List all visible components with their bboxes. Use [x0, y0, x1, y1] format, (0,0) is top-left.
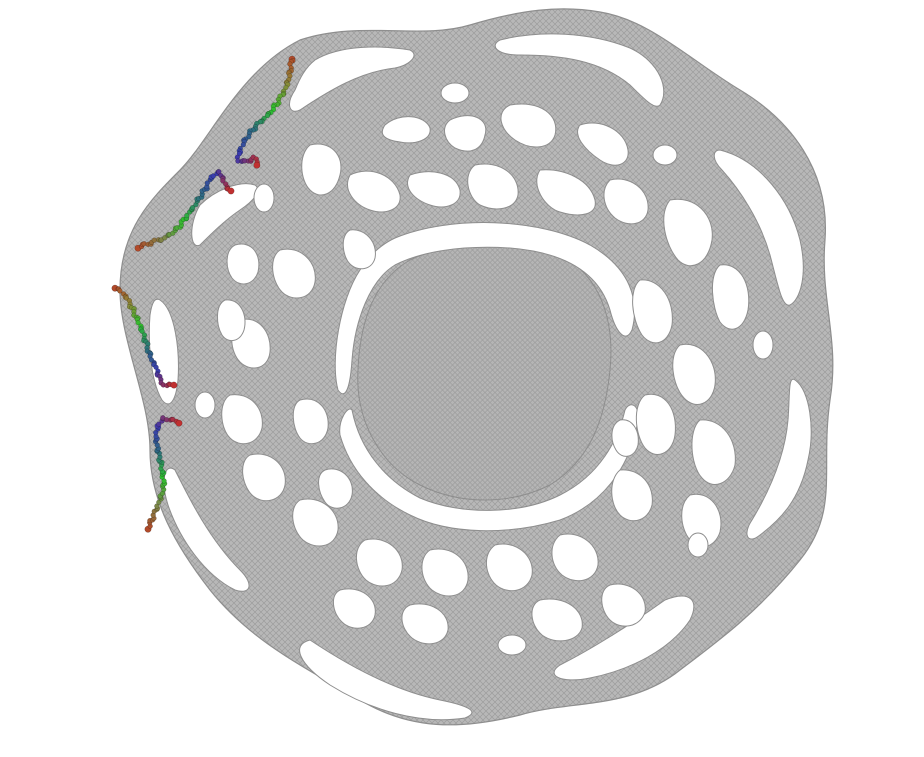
polymer-bead [216, 169, 222, 175]
polymer-bead [190, 204, 196, 211]
polymer-bead [175, 419, 183, 427]
polymer-bead [117, 288, 123, 294]
inner-disk [357, 243, 612, 501]
polymer-bead [264, 112, 271, 119]
polymer-chain [134, 169, 235, 252]
polymer-bead [210, 173, 216, 179]
polymer-bead [240, 142, 246, 148]
polymer-bead [154, 503, 160, 509]
polymer-chains [111, 55, 296, 533]
polymer-bead [153, 429, 159, 436]
polymer-bead [135, 320, 141, 326]
polymer-chain [234, 55, 296, 169]
polymer-bead [161, 478, 167, 484]
polymer-bead [204, 180, 210, 186]
polymer-chain [111, 284, 178, 389]
polymer-bead [227, 187, 235, 195]
polymer-bead [170, 381, 178, 389]
membrane-holes [148, 33, 812, 721]
polymer-bead [139, 328, 145, 335]
polymer-bead [220, 178, 226, 184]
polymer-bead [184, 212, 190, 219]
polymer-chain [144, 415, 183, 533]
polymer-bead [156, 499, 162, 505]
polymer-bead [156, 421, 162, 427]
polymer-bead [283, 84, 289, 91]
polymer-bead [253, 161, 261, 169]
